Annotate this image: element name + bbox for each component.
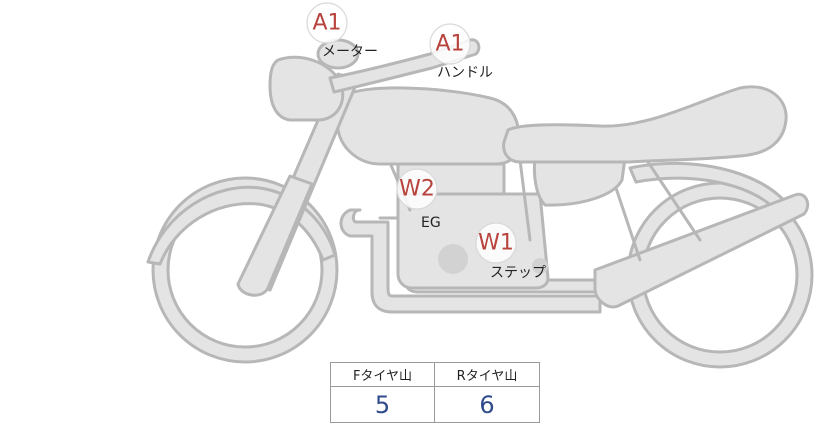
side-cover — [532, 156, 627, 207]
meter-label: メーター — [322, 44, 378, 60]
step-badge: W1 — [478, 231, 514, 256]
engine-label: EG — [421, 215, 441, 231]
exhaust-pipes — [339, 192, 810, 314]
handle-badge: A1 — [435, 32, 464, 57]
engine-badge: W2 — [399, 177, 435, 202]
marker-step: W1 ステップ — [475, 222, 546, 281]
front-tread-value: 5 — [331, 387, 435, 422]
rear-tread-value: 6 — [479, 390, 495, 419]
front-tread-header: Fタイヤ山 — [331, 363, 435, 387]
meter-badge: A1 — [312, 11, 341, 36]
seat — [502, 85, 788, 164]
handle-label: ハンドル — [437, 65, 493, 81]
fuel-tank — [334, 86, 521, 166]
marker-handle: A1 ハンドル — [429, 23, 493, 81]
step-label: ステップ — [490, 265, 546, 281]
marker-engine: W2 EG — [396, 168, 441, 231]
tire-tread-table: Fタイヤ山 Rタイヤ山 5 6 — [330, 362, 540, 423]
marker-meter: A1 メーター — [306, 2, 378, 60]
rear-tread-header: Rタイヤ山 — [435, 363, 539, 387]
